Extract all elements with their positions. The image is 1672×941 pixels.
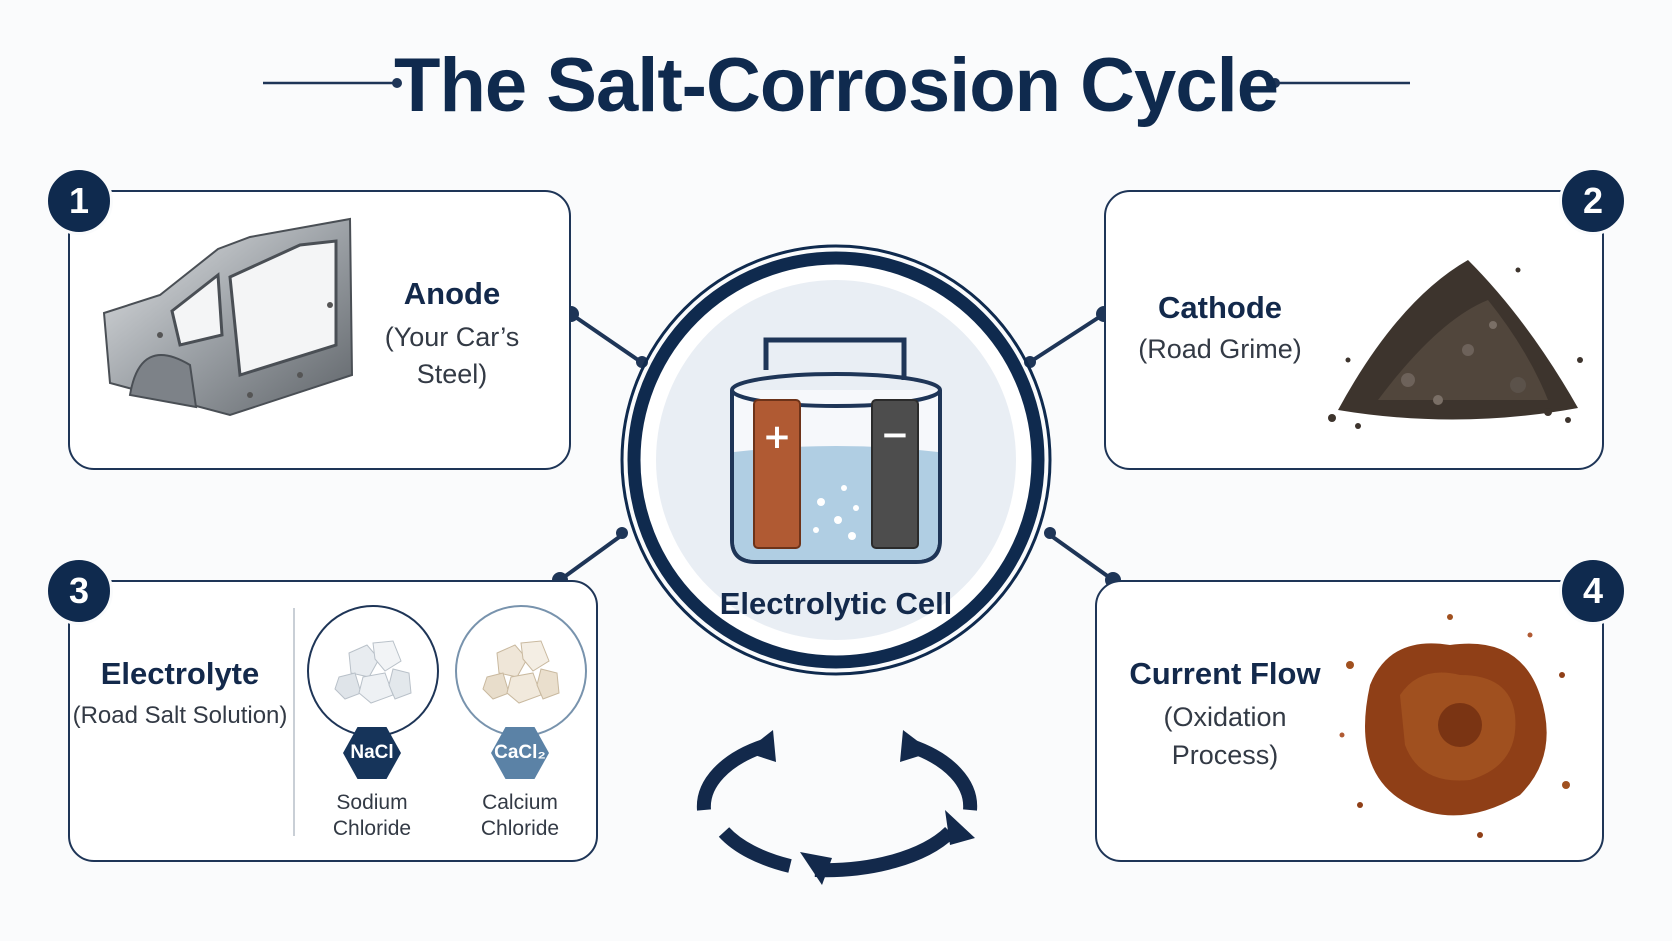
nacl-name-line1: Sodium [336, 791, 408, 814]
electrolytic-cell-icon: + − [620, 244, 1052, 676]
electrolyte-title: Electrolyte [100, 656, 260, 691]
step-3-badge: 3 [45, 557, 113, 625]
car-body-frame-image [100, 215, 360, 440]
nacl-name-line2: Chloride [332, 817, 412, 840]
anode-title: Anode [403, 276, 501, 311]
current-flow-subtitle-line2: Process) [1171, 740, 1279, 770]
road-grime-pile-image [1318, 230, 1588, 445]
electrolyte-subtitle: (Road Salt Solution) [72, 702, 288, 729]
nacl-formula-badge: NaCl [343, 727, 401, 779]
cycle-arrows-icon [696, 739, 978, 878]
electrolyte-divider [293, 608, 295, 836]
cathode-subtitle: (Road Grime) [1138, 334, 1302, 364]
cacl2-formula-badge: CaCl₂ [491, 727, 549, 779]
electrolytic-cell-label: Electrolytic Cell [719, 586, 953, 621]
step-2-badge: 2 [1559, 167, 1627, 235]
calcium-chloride-crystals-image [455, 605, 587, 737]
cathode-minus-sign: − [881, 415, 910, 455]
anode-plus-sign: + [763, 417, 792, 457]
cacl2-name-line2: Chloride [480, 817, 560, 840]
step-1-badge: 1 [45, 167, 113, 235]
page-title: The Salt-Corrosion Cycle [394, 43, 1279, 128]
anode-subtitle-line1: (Your Car’s [384, 322, 520, 352]
rust-patch-image [1330, 605, 1580, 850]
electrolytic-cell: + − [616, 240, 1056, 680]
step-4-badge: 4 [1559, 557, 1627, 625]
current-flow-title: Current Flow [1129, 656, 1321, 691]
anode-subtitle-line2: Steel) [416, 359, 488, 389]
cathode-title: Cathode [1158, 290, 1282, 325]
sodium-chloride-crystals-image [307, 605, 439, 737]
cacl2-name-line1: Calcium [482, 791, 558, 814]
current-flow-subtitle-line1: (Oxidation [1163, 702, 1287, 732]
